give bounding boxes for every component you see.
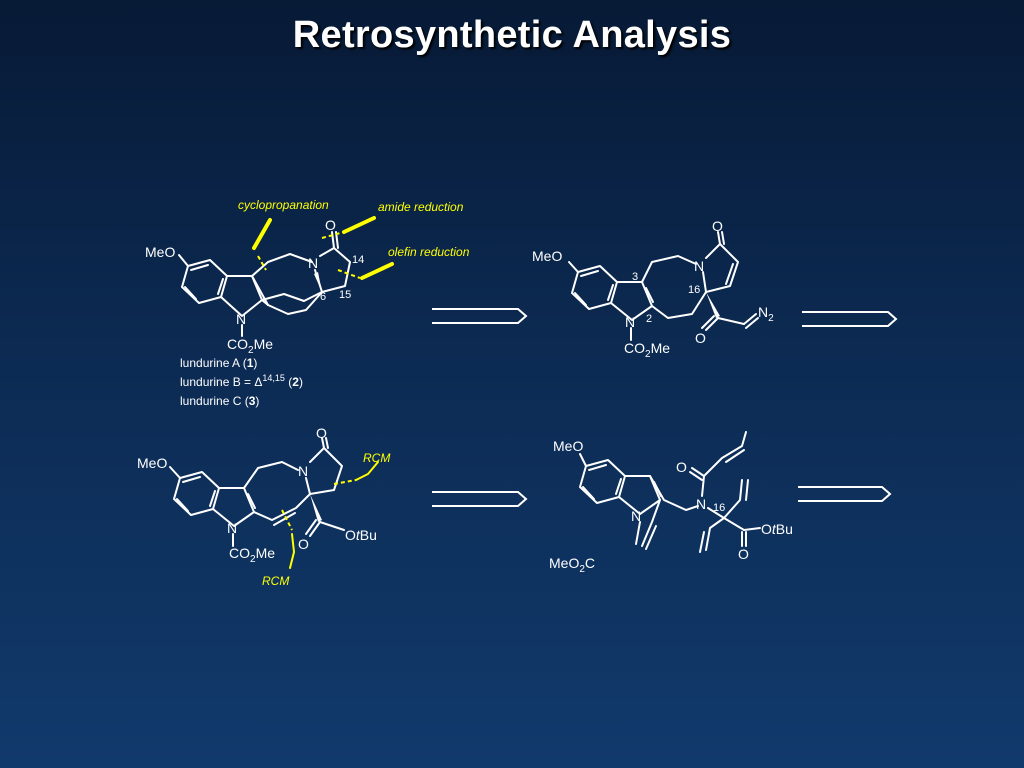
meo-label: MeO [145,244,175,260]
locant-3: 3 [632,271,638,283]
compound-name-b: lundurine B = Δ14,15 (2) [180,373,303,389]
indole-n-label: N [236,311,246,327]
ketone-o-label: O [695,330,706,346]
otbu-label: OtBu [761,521,793,537]
locant-16: 16 [713,502,725,514]
amide-o-label: O [676,459,687,475]
olefin-reduction-label: olefin reduction [388,245,470,259]
retro-arrow-2 [802,311,898,327]
slide-title: Retrosynthetic Analysis [292,14,732,56]
co2me-label: CO2Me [227,336,273,356]
cyclopropanation-label: cyclopropanation [238,198,329,212]
compound-name-a: lundurine A (1) [180,356,257,370]
carbonyl-o-label: O [325,217,336,233]
locant-2: 2 [646,313,652,325]
amide-reduction-label: amide reduction [378,200,464,214]
retro-arrow-4 [798,486,892,502]
rcm-top-label: RCM [363,451,390,465]
ester-o-label: O [738,546,749,562]
indole-n-label: N [631,508,641,524]
co2me-label: CO2Me [624,340,670,360]
otbu-label: OtBu [345,527,377,543]
retro-arrow-3 [432,491,528,507]
amide-n-label: N [696,496,706,512]
carbonyl-o-label: O [712,218,723,234]
locant-6: 6 [320,291,326,303]
meo-label: MeO [532,248,562,264]
retro-arrow-1 [432,308,528,324]
rcm-bottom-label: RCM [262,574,289,588]
meo2c-label: MeO2C [549,555,595,575]
ester-o-label: O [298,536,309,552]
carbonyl-o-label: O [316,425,327,441]
indole-n-label: N [227,520,237,536]
ring-n-label: N [308,255,318,271]
amide-reduction-marker [342,216,376,234]
structure-rcm-product: MeO N N O O OtBu CO2Me RCM RCM [137,425,390,588]
structure-lundurine: MeO N N O CO2Me 14 15 6 cyclopropanation… [145,198,470,408]
locant-14: 14 [352,254,364,266]
compound-name-c: lundurine C (3) [180,394,259,408]
structure-diazo-intermediate: MeO N N O O N2 CO2Me 3 2 16 [532,218,774,360]
structure-acyclic-precursor: MeO N N O O OtBu MeO2C 16 [549,431,793,575]
meo-label: MeO [137,455,167,471]
indole-n-label: N [625,314,635,330]
ring-n-label: N [298,463,308,479]
meo-label: MeO [553,438,583,454]
rcm-top-marker [355,461,379,481]
ring-n-label: N [694,258,704,274]
co2me-label: CO2Me [229,545,275,565]
rcm-bottom-marker [289,533,296,569]
locant-15: 15 [339,289,351,301]
locant-16: 16 [688,284,700,296]
cyclopropanation-marker [252,218,272,250]
diazo-label: N2 [758,304,774,324]
olefin-reduction-marker [360,262,394,280]
